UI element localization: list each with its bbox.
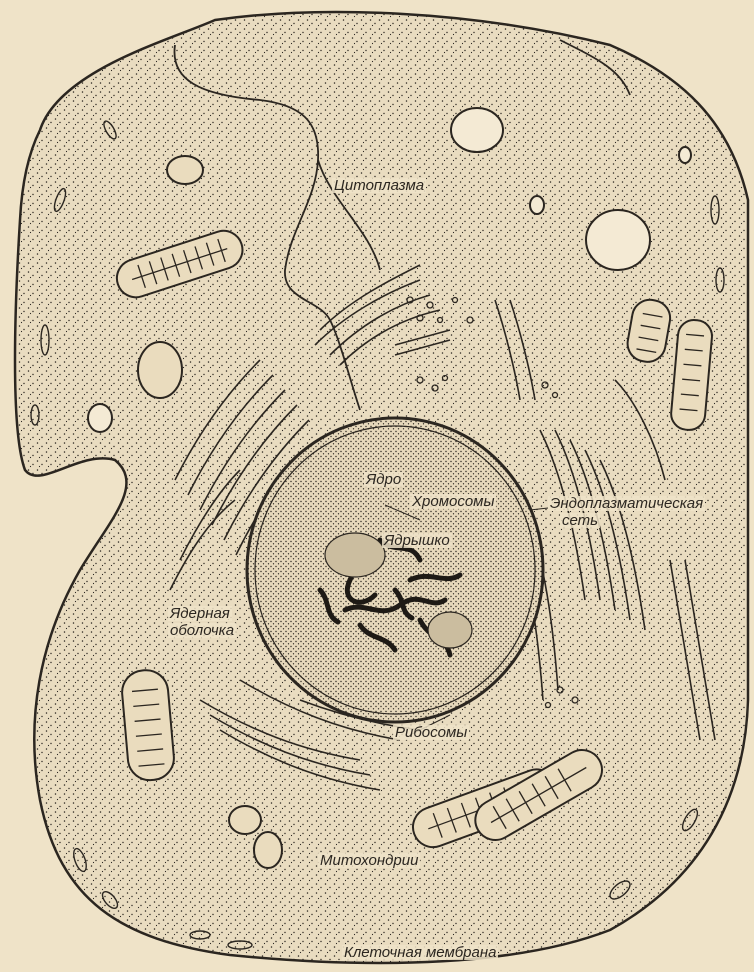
nucleus <box>247 418 543 722</box>
label-er-line2: сеть <box>560 513 600 528</box>
label-envelope-line1: Ядерная <box>168 606 232 621</box>
label-membrane: Клеточная мембрана <box>342 945 498 960</box>
label-chromosomes: Хромосомы <box>410 494 496 509</box>
label-er-line1: Эндоплазматическая <box>548 496 705 511</box>
label-mitochondria: Митохондрии <box>318 853 420 868</box>
label-nucleolus: Ядрышко <box>382 533 452 548</box>
label-ribosomes: Рибосомы <box>393 725 469 740</box>
label-nucleus: Ядро <box>364 472 403 487</box>
label-cytoplasm: Цитоплазма <box>332 178 426 193</box>
label-envelope-line2: оболочка <box>168 623 236 638</box>
